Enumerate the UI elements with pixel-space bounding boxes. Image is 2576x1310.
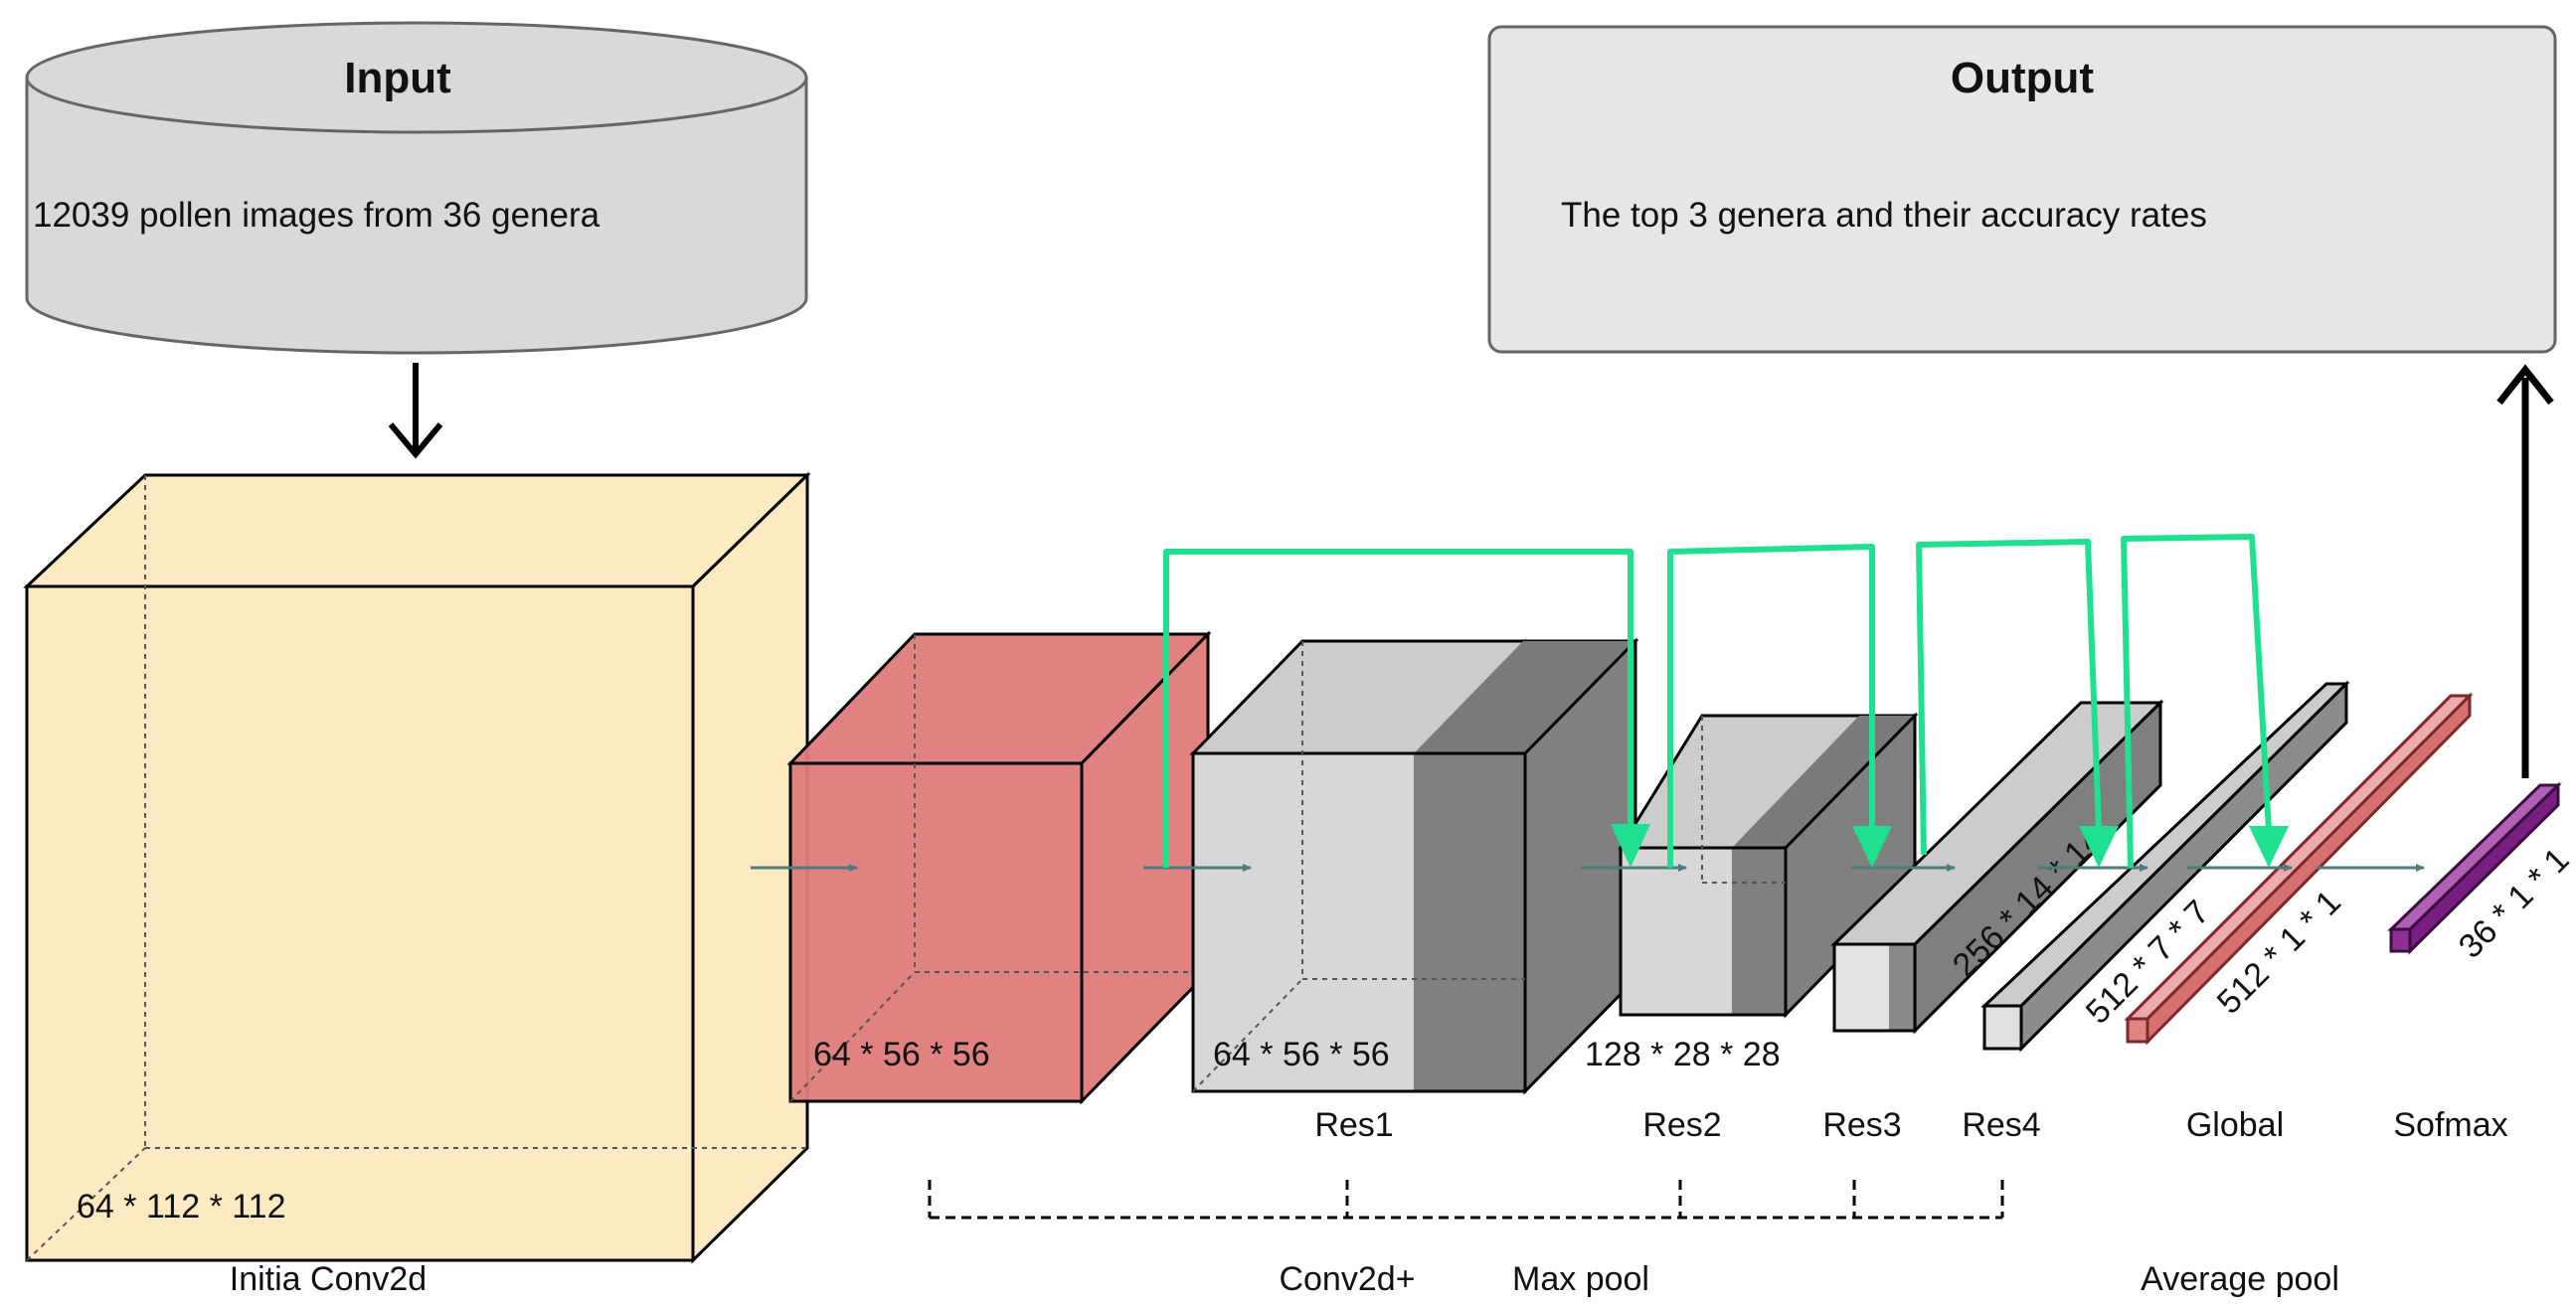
input-database: Input 12039 pollen images from 36 genera (25, 21, 808, 355)
input-text: 12039 pollen images from 36 genera (33, 196, 601, 235)
softmax-label: Sofmax (2393, 1106, 2507, 1144)
res3-label: Res3 (1822, 1106, 1901, 1144)
input-arrow (388, 363, 443, 459)
group-label-conv: Conv2d+ (1279, 1260, 1415, 1298)
res2-dims: 128 * 28 * 28 (1585, 1036, 1781, 1073)
stage-bracket (928, 1180, 2004, 1220)
output-title: Output (1951, 54, 2095, 102)
global-label: Global (2186, 1106, 2284, 1144)
res2-label: Res2 (1642, 1106, 1721, 1144)
output-arrow (2496, 364, 2554, 778)
output-box: Output The top 3 genera and their accura… (1487, 25, 2557, 354)
conv-initial-block: 64 * 112 * 112 (23, 471, 811, 1264)
conv-initial-dims: 64 * 112 * 112 (77, 1188, 285, 1226)
output-text: The top 3 genera and their accuracy rate… (1561, 196, 2207, 235)
res1-label: Res1 (1314, 1106, 1393, 1144)
maxpool-block: 64 * 56 * 56 (786, 630, 1212, 1105)
softmax-block: 36 * 1 * 1 (2387, 781, 2576, 966)
maxpool-dims: 64 * 56 * 56 (813, 1036, 990, 1073)
skip-connection-arrows (1163, 534, 2289, 869)
res2-block: 128 * 28 * 28 (1585, 712, 1919, 1073)
conv-initial-label: Initia Conv2d (230, 1260, 427, 1298)
res4-label: Res4 (1962, 1106, 2040, 1144)
res1-block: 64 * 56 * 56 (1189, 637, 1639, 1095)
res1-dims: 64 * 56 * 56 (1213, 1036, 1390, 1073)
group-label-maxpool: Max pool (1512, 1260, 1649, 1298)
group-label-avgpool: Average pool (2141, 1260, 2339, 1298)
input-title: Input (344, 54, 451, 102)
